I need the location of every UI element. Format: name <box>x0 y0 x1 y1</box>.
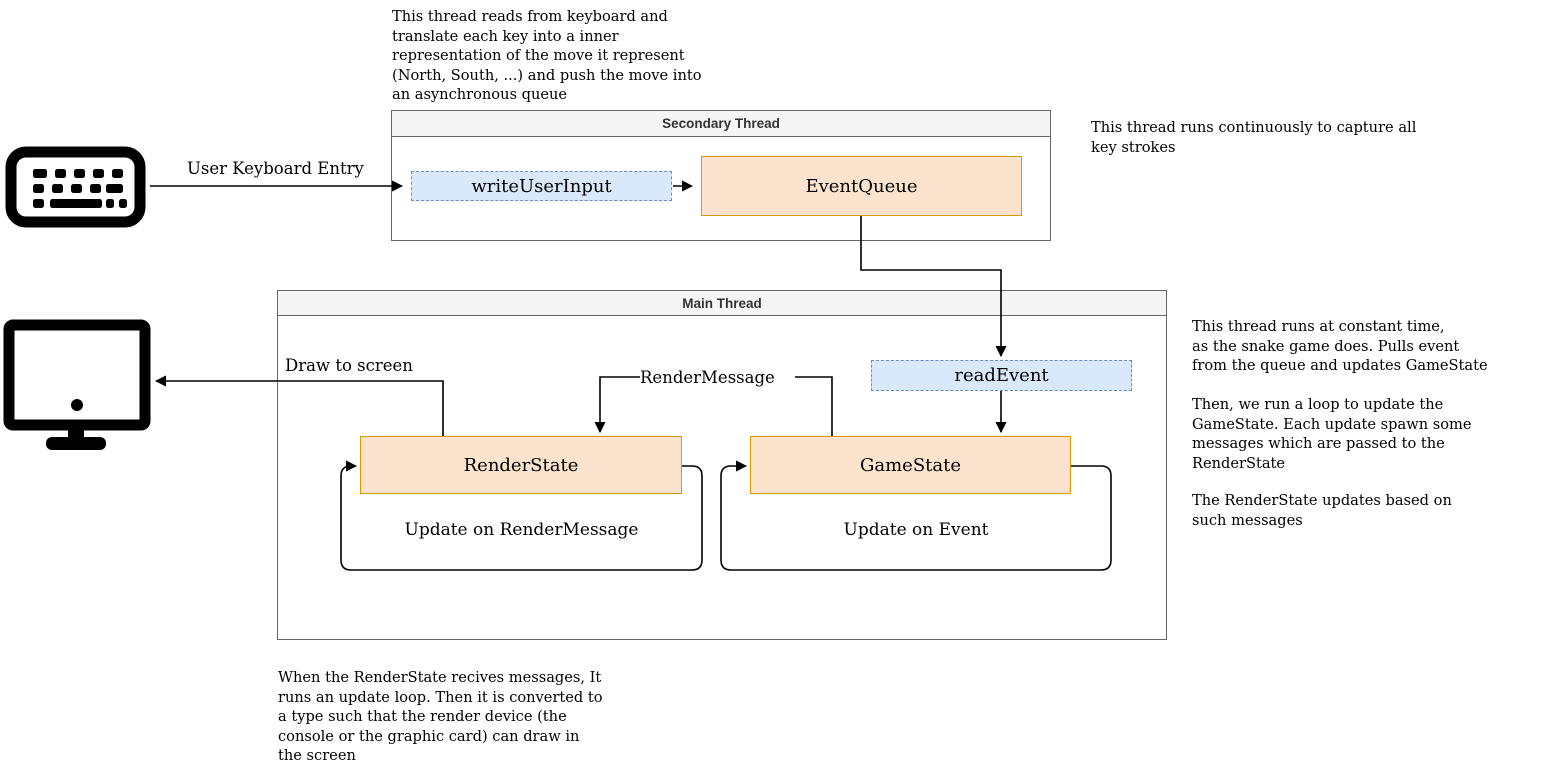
note-main-thread-right-3: The RenderState updates based on such me… <box>1192 492 1452 529</box>
node-render-state[interactable] <box>360 436 682 494</box>
node-read-event[interactable] <box>871 360 1132 391</box>
node-render-state-label: RenderState <box>463 454 579 476</box>
edge-render-state-self-loop <box>340 460 703 571</box>
edge-event-queue-to-read-event <box>860 216 1007 358</box>
node-write-user-input-label: writeUserInput <box>471 175 612 197</box>
swimlane-secondary-thread-header <box>391 110 1051 137</box>
edge-label-draw-to-screen: Draw to screen <box>285 356 413 375</box>
edge-label-user-keyboard-entry: User Keyboard Entry <box>187 159 364 178</box>
swimlane-main-thread-title: Main Thread <box>682 295 762 311</box>
edge-game-state-self-loop <box>720 460 1112 571</box>
node-event-queue[interactable] <box>701 156 1022 216</box>
note-main-thread-right-2: Then, we run a loop to update the GameSt… <box>1192 396 1472 472</box>
edge-render-message-left-segment <box>594 376 640 434</box>
note-main-thread-bottom: When the RenderState recives messages, I… <box>278 669 603 765</box>
edge-draw-to-screen <box>154 375 444 436</box>
node-read-event-label: readEvent <box>954 365 1049 386</box>
swimlane-secondary-thread-title: Secondary Thread <box>662 116 780 131</box>
edge-render-message-right-segment <box>795 376 833 436</box>
node-write-user-input[interactable] <box>411 171 672 201</box>
note-main-thread-right-1: This thread runs at constant time, as th… <box>1192 318 1488 375</box>
monitor-icon <box>3 319 151 450</box>
edge-label-render-message: RenderMessage <box>640 368 775 387</box>
swimlane-main-thread-header <box>277 290 1167 316</box>
node-game-state-label: GameState <box>859 454 961 476</box>
loop-label-render-state: Update on RenderMessage <box>404 520 639 540</box>
note-secondary-thread-left: This thread reads from keyboard and tran… <box>392 8 702 104</box>
loop-label-game-state: Update on Event <box>843 520 989 540</box>
note-secondary-thread-right: This thread runs continuously to capture… <box>1091 119 1417 156</box>
node-game-state[interactable] <box>750 436 1071 494</box>
keyboard-icon <box>5 146 146 228</box>
node-event-queue-label: EventQueue <box>805 175 918 197</box>
